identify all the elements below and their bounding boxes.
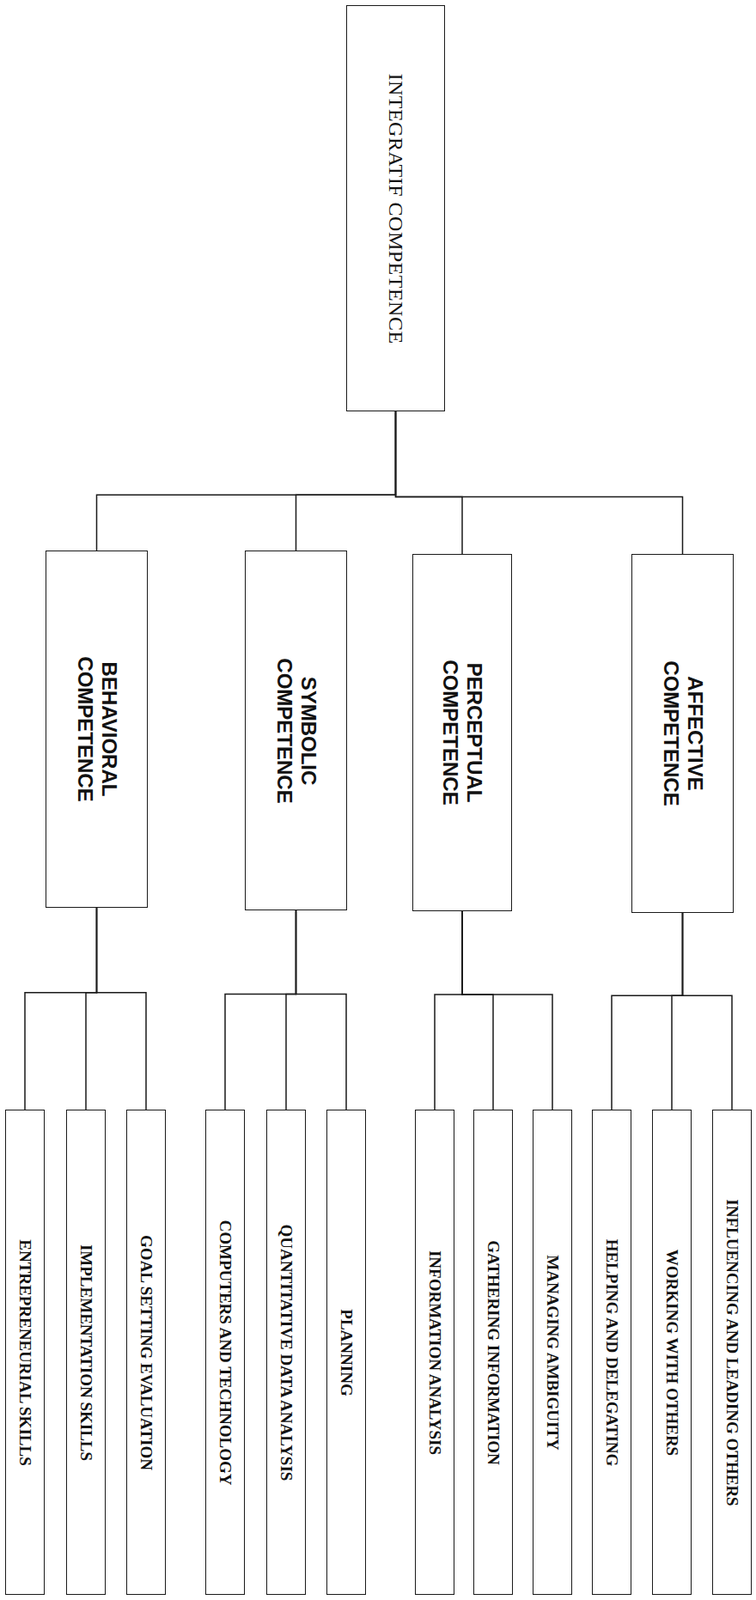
skill-box: GOAL SETTING EVALUATION xyxy=(126,1109,166,1596)
skill-box: COMPUTERS AND TECHNOLOGY xyxy=(205,1109,245,1596)
box-label: WORKING WITH OTHERS xyxy=(662,1121,683,1586)
box-label: AFFECTIVE COMPETENCE xyxy=(658,634,707,833)
tree-connector xyxy=(462,911,553,1110)
tree-connector xyxy=(24,908,98,1110)
category-box: SYMBOLIC COMPETENCE xyxy=(244,550,348,911)
box-label: INTEGRATIF COMPETENCE xyxy=(383,19,409,398)
skill-box: INFORMATION ANALYSIS xyxy=(414,1109,455,1596)
tree-connector xyxy=(97,908,147,1110)
box-label: ENTREPRENEURIAL SKILLS xyxy=(15,1121,36,1586)
skill-box: INFLUENCING AND LEADING OTHERS xyxy=(712,1109,752,1596)
box-label: SYMBOLIC COMPETENCE xyxy=(272,632,320,830)
tree-connector xyxy=(85,908,98,1110)
box-label: PLANNING xyxy=(336,1121,357,1586)
tree-connector xyxy=(225,910,297,1110)
tree-connector xyxy=(462,911,494,1110)
root-box: INTEGRATIF COMPETENCE xyxy=(346,5,446,412)
skill-box: GATHERING INFORMATION xyxy=(473,1109,513,1596)
tree-connector xyxy=(286,910,297,1110)
tree-connector xyxy=(434,911,463,1110)
box-label: IMPLEMENTATION SKILLS xyxy=(76,1121,97,1586)
skill-box: ENTREPRENEURIAL SKILLS xyxy=(5,1109,45,1596)
tree-connector xyxy=(671,913,683,1110)
skill-box: PLANNING xyxy=(326,1109,366,1596)
tree-connector xyxy=(611,913,683,1110)
tree-connector xyxy=(682,913,733,1110)
box-label: INFLUENCING AND LEADING OTHERS xyxy=(722,1121,743,1586)
box-label: MANAGING AMBIGUITY xyxy=(542,1121,563,1586)
box-label: PERCEPTUAL COMPETENCE xyxy=(438,634,486,832)
box-label: GATHERING INFORMATION xyxy=(483,1121,504,1586)
box-label: HELPING AND DELEGATING xyxy=(602,1121,622,1586)
tree-connector xyxy=(396,411,464,555)
category-box: PERCEPTUAL COMPETENCE xyxy=(412,554,513,912)
box-label: COMPUTERS AND TECHNOLOGY xyxy=(215,1121,236,1586)
box-label: QUANTITATIVE DATA ANALYSIS xyxy=(276,1121,297,1586)
skill-box: WORKING WITH OTHERS xyxy=(652,1109,692,1596)
tree-connector xyxy=(396,411,683,555)
tree-connector xyxy=(97,411,397,551)
skill-box: IMPLEMENTATION SKILLS xyxy=(66,1109,106,1596)
tree-connector xyxy=(296,411,397,551)
skill-box: QUANTITATIVE DATA ANALYSIS xyxy=(266,1109,306,1596)
box-label: INFORMATION ANALYSIS xyxy=(425,1121,446,1586)
category-box: BEHAVIORAL COMPETENCE xyxy=(45,550,148,909)
tree-connector xyxy=(296,910,348,1110)
box-label: GOAL SETTING EVALUATION xyxy=(136,1121,157,1586)
skill-box: MANAGING AMBIGUITY xyxy=(532,1109,573,1596)
category-box: AFFECTIVE COMPETENCE xyxy=(631,554,734,914)
skill-box: HELPING AND DELEGATING xyxy=(591,1109,632,1596)
box-label: BEHAVIORAL COMPETENCE xyxy=(73,630,121,829)
